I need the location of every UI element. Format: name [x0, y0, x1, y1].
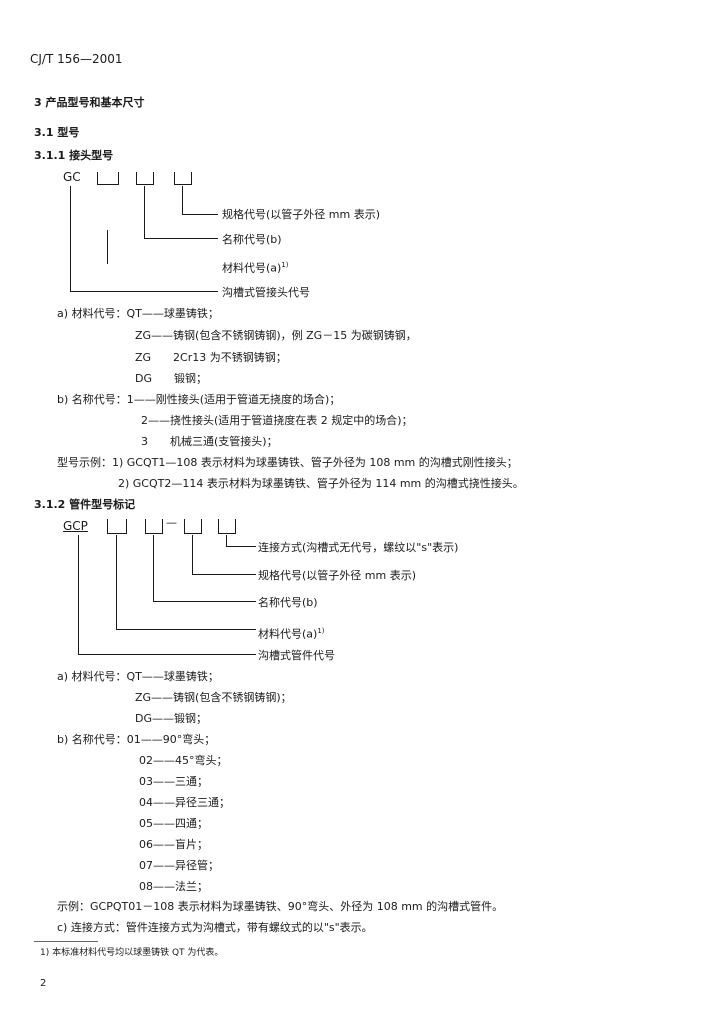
fitting-material-line-1: a) 材料代号：QT——球墨铸铁；	[57, 670, 219, 683]
fitting-name-line-8: 08——法兰；	[139, 880, 208, 893]
fitting-material-line-3: DG——锻钢；	[135, 712, 207, 725]
standard-number: CJ/T 156—2001	[30, 52, 123, 66]
section-3-title: 3 产品型号和基本尺寸	[34, 96, 145, 109]
fitting-name-line-1: b) 名称代号：01——90°弯头；	[57, 733, 216, 746]
fitting-type-leader	[78, 535, 79, 655]
footnote-ref: 1)	[281, 261, 289, 269]
size-leader-h	[182, 214, 218, 215]
joint-material-line-1: a) 材料代号：QT——球墨铸铁；	[57, 307, 219, 320]
joint-material-line-2: ZG——铸钢(包含不锈钢铸钢)，例 ZG－15 为碳钢铸钢，	[135, 329, 417, 342]
size-leader	[182, 186, 183, 215]
fitting-type-label: 沟槽式管件代号	[258, 649, 335, 662]
name-leader-h	[144, 238, 218, 239]
fitting-dash: —	[166, 516, 177, 529]
name-leader	[144, 186, 145, 239]
material-code-label: 材料代号(a)1)	[222, 258, 289, 276]
joint-name-line-3: 3 机械三通(支管接头)；	[141, 435, 278, 448]
fitting-material-leader-h	[116, 629, 256, 630]
fitting-name-label: 名称代号(b)	[258, 596, 318, 609]
fitting-footnote-ref: 1)	[317, 627, 325, 635]
fitting-size-leader	[192, 535, 193, 575]
fitting-prefix: GCP	[63, 519, 88, 533]
footnote-text: 1) 本标准材料代号均以球墨铸铁 QT 为代表。	[40, 948, 224, 958]
joint-example-1: 型号示例：1) GCQT1—108 表示材料为球墨铸铁、管子外径为 108 mm…	[57, 456, 518, 469]
material-leader	[107, 230, 108, 264]
fitting-material-text: 材料代号(a)	[258, 627, 318, 641]
fitting-name-line-4: 04——异径三通；	[139, 796, 230, 809]
material-code-text: 材料代号(a)	[222, 261, 282, 275]
joint-name-line-2: 2——挠性接头(适用于管道挠度在表 2 规定中的场合)；	[141, 414, 413, 427]
fitting-size-label: 规格代号(以管子外径 mm 表示)	[258, 569, 417, 582]
connection-leader-h	[226, 546, 256, 547]
joint-material-line-3: ZG 2Cr13 为不锈钢铸钢；	[135, 351, 287, 364]
fitting-size-box	[184, 519, 202, 534]
section-3-1-2-title: 3.1.2 管件型号标记	[34, 498, 136, 511]
type-code-label: 沟槽式管接头代号	[222, 286, 310, 299]
section-3-1-title: 3.1 型号	[34, 126, 80, 139]
fitting-name-line-2: 02——45°弯头；	[139, 754, 228, 767]
fitting-material-line-2: ZG——铸钢(包含不锈钢铸钢)；	[135, 691, 292, 704]
fitting-name-line-5: 05——四通；	[139, 817, 208, 830]
footnote-divider	[34, 941, 98, 942]
fitting-example: 示例：GCPQT01－108 表示材料为球墨铸铁、90°弯头、外径为 108 m…	[57, 900, 504, 913]
type-leader	[70, 186, 71, 292]
fitting-name-line-6: 06——盲片；	[139, 838, 208, 851]
size-box	[174, 172, 192, 185]
fitting-connection-box	[218, 519, 236, 534]
name-code-label: 名称代号(b)	[222, 233, 282, 246]
joint-example-2: 2) GCQT2—114 表示材料为球墨铸铁、管子外径为 114 mm 的沟槽式…	[118, 477, 524, 490]
fitting-name-line-7: 07——异径管；	[139, 859, 219, 872]
joint-name-line-1: b) 名称代号：1——刚性接头(适用于管道无挠度的场合)；	[57, 393, 341, 406]
fitting-name-leader-h	[153, 601, 256, 602]
fitting-name-box	[145, 519, 163, 534]
fitting-name-line-3: 03——三通；	[139, 775, 208, 788]
page-number: 2	[40, 978, 47, 989]
section-3-1-1-title: 3.1.1 接头型号	[34, 149, 114, 162]
fitting-material-label: 材料代号(a)1)	[258, 624, 325, 642]
name-box	[136, 172, 154, 185]
fitting-name-leader	[153, 535, 154, 602]
connection-leader	[226, 535, 227, 547]
fitting-material-leader	[116, 535, 117, 630]
joint-prefix: GC	[63, 170, 81, 184]
connection-method-line: c) 连接方式：管件连接方式为沟槽式，带有螺纹式的以"s"表示。	[57, 921, 373, 934]
size-code-label: 规格代号(以管子外径 mm 表示)	[222, 208, 381, 221]
fitting-material-box	[107, 519, 127, 534]
type-leader-h	[70, 291, 218, 292]
joint-material-line-4: DG 锻钢；	[135, 372, 207, 385]
fitting-type-leader-h	[78, 654, 256, 655]
connection-label: 连接方式(沟槽式无代号，螺纹以"s"表示)	[258, 541, 459, 554]
material-box	[97, 172, 119, 185]
fitting-size-leader-h	[192, 574, 256, 575]
